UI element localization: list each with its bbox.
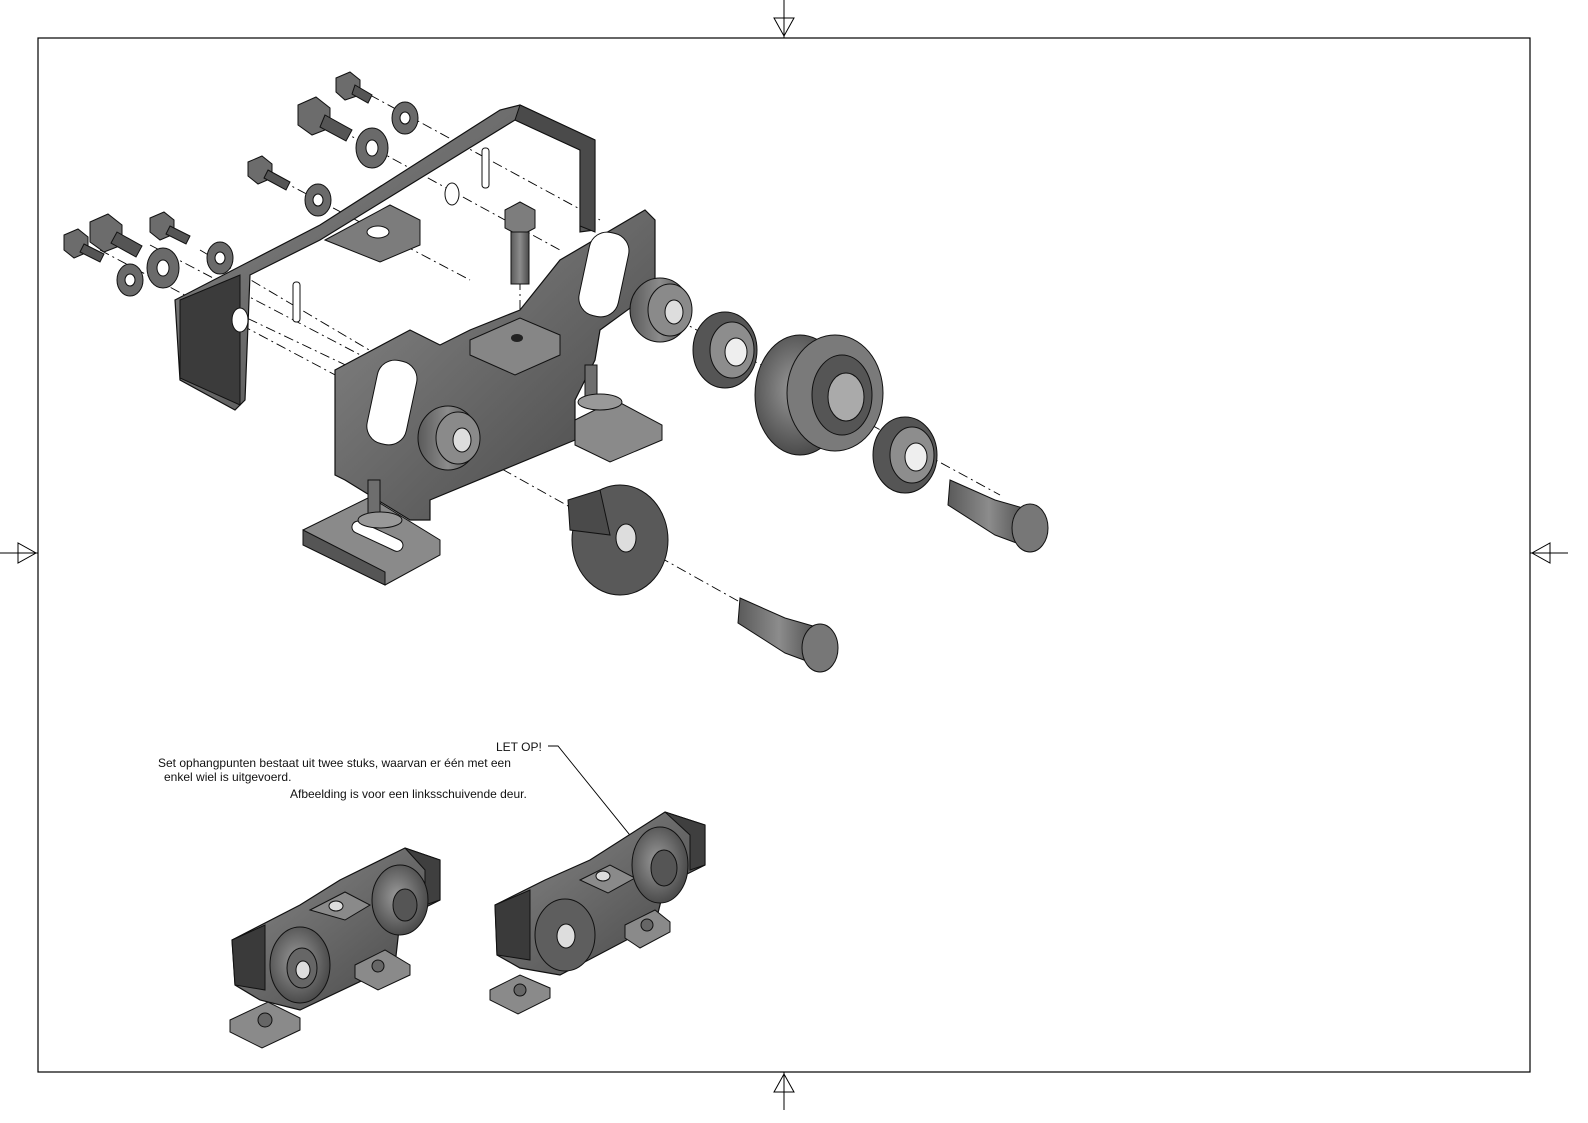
foot-plate bbox=[489, 974, 551, 1015]
trolley-single-wheel bbox=[489, 811, 706, 1015]
washer bbox=[391, 101, 419, 135]
slot-hole bbox=[231, 307, 249, 333]
note-line-3: Afbeelding is voor een linksschuivende d… bbox=[290, 787, 527, 801]
screw bbox=[89, 213, 143, 258]
flanged-roller bbox=[567, 484, 669, 596]
washer bbox=[206, 241, 234, 275]
vertical-bolt bbox=[504, 201, 536, 285]
wheel bbox=[631, 826, 689, 904]
screw bbox=[297, 96, 353, 142]
bearing bbox=[872, 416, 938, 494]
v-groove-wheel bbox=[754, 334, 884, 456]
slot-hole bbox=[292, 281, 301, 323]
centering-mark-left bbox=[0, 542, 38, 564]
slot-hole bbox=[366, 359, 418, 446]
axle-pin bbox=[947, 479, 1049, 553]
foot-plate bbox=[229, 1001, 301, 1049]
centering-mark-top bbox=[773, 0, 795, 38]
trolley-double-wheel bbox=[229, 847, 441, 1049]
screw bbox=[149, 211, 191, 245]
wheel bbox=[269, 926, 331, 1004]
foot-plate bbox=[624, 909, 671, 949]
note-heading: LET OP! bbox=[496, 740, 542, 754]
bushing bbox=[417, 405, 481, 471]
slot-hole bbox=[578, 231, 630, 318]
washer bbox=[116, 263, 144, 297]
centering-mark-right bbox=[1530, 542, 1568, 564]
note-line-2: enkel wiel is uitgevoerd. bbox=[164, 770, 292, 784]
centering-mark-bottom bbox=[773, 1072, 795, 1110]
screw bbox=[63, 228, 105, 263]
flanged-roller bbox=[534, 898, 596, 972]
washer bbox=[355, 127, 389, 169]
slot-hole bbox=[444, 182, 460, 206]
bearing bbox=[692, 311, 758, 389]
sheet-border bbox=[37, 37, 1531, 1073]
screw bbox=[335, 71, 373, 104]
leader-line bbox=[548, 745, 651, 861]
foot-plate bbox=[354, 949, 411, 991]
front-bracket bbox=[334, 209, 693, 521]
rear-bracket bbox=[174, 104, 596, 411]
washer bbox=[304, 183, 332, 217]
mounting-foot bbox=[574, 364, 663, 463]
slot-hole bbox=[481, 147, 490, 189]
exploded-view bbox=[63, 71, 1049, 673]
screw bbox=[247, 155, 291, 191]
bushing bbox=[629, 277, 693, 343]
mounting-foot bbox=[302, 479, 441, 586]
note-line-1: Set ophangpunten bestaat uit twee stuks,… bbox=[158, 756, 511, 770]
wheel bbox=[371, 864, 429, 936]
washer bbox=[146, 247, 180, 289]
axle-pin bbox=[737, 597, 839, 673]
